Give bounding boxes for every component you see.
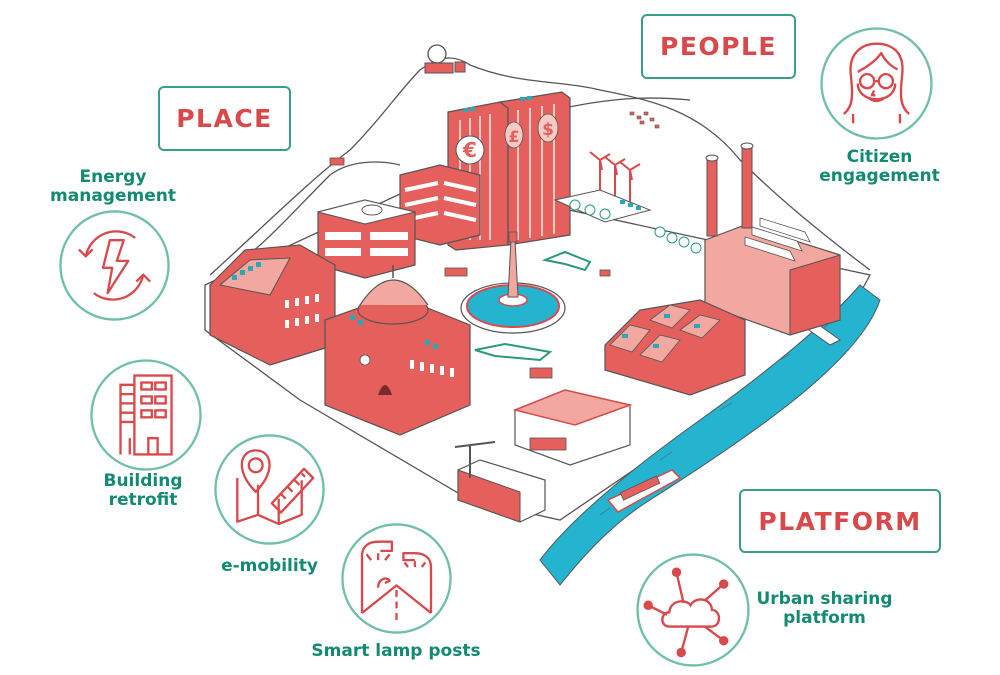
street-lamp-road-icon (341, 523, 452, 634)
office-block (399, 164, 481, 246)
energy-cycle-bolt-icon (59, 210, 170, 321)
fountain-plaza (460, 231, 592, 362)
building-retrofit-badge (88, 357, 204, 473)
urban-sharing-platform-label: Urban sharing platform (756, 589, 893, 628)
energy-management-badge (57, 208, 172, 323)
hill-rocks (629, 111, 660, 129)
building-icon (90, 359, 202, 471)
construction-site (454, 441, 546, 523)
pillar-platform-box: PLATFORM (739, 489, 941, 553)
energy-management-label: Energy management (50, 167, 176, 206)
bank-towers: € £ $ (447, 91, 571, 251)
pillar-place-label: PLACE (176, 104, 273, 133)
svg-text:£: £ (508, 127, 519, 146)
svg-text:€: € (462, 138, 477, 162)
domed-city-hall (324, 265, 471, 436)
helipad-building (317, 199, 416, 279)
factory (704, 142, 841, 336)
smart-lamp-posts-badge (339, 521, 454, 636)
woman-face-glasses-icon (820, 27, 933, 140)
pillar-people-box: PEOPLE (641, 14, 796, 79)
university-building (209, 244, 336, 366)
urban-sharing-platform-badge (634, 551, 752, 669)
smart-lamp-posts-label: Smart lamp posts (311, 641, 481, 661)
pillar-platform-label: PLATFORM (758, 506, 922, 536)
solar-parking-trees (553, 189, 702, 254)
ferry-boat (606, 469, 682, 513)
observatory (424, 44, 466, 74)
building-retrofit-label: Building retrofit (103, 471, 183, 510)
vehicles (329, 157, 611, 379)
wind-turbines (589, 151, 641, 210)
citizen-engagement-badge (818, 25, 935, 142)
cloud-network-icon (636, 553, 750, 667)
row-houses (604, 299, 746, 396)
bus-depot (512, 389, 633, 466)
map-pin-ruler-icon (214, 434, 325, 545)
pillar-place-box: PLACE (158, 86, 291, 151)
e-mobility-badge (212, 432, 327, 547)
e-mobility-label: e-mobility (221, 556, 318, 576)
citizen-engagement-label: Citizen engagement (819, 147, 940, 186)
river-ripples (599, 324, 829, 516)
pillar-people-label: PEOPLE (660, 32, 777, 61)
svg-text:$: $ (542, 120, 554, 140)
river (539, 284, 881, 586)
